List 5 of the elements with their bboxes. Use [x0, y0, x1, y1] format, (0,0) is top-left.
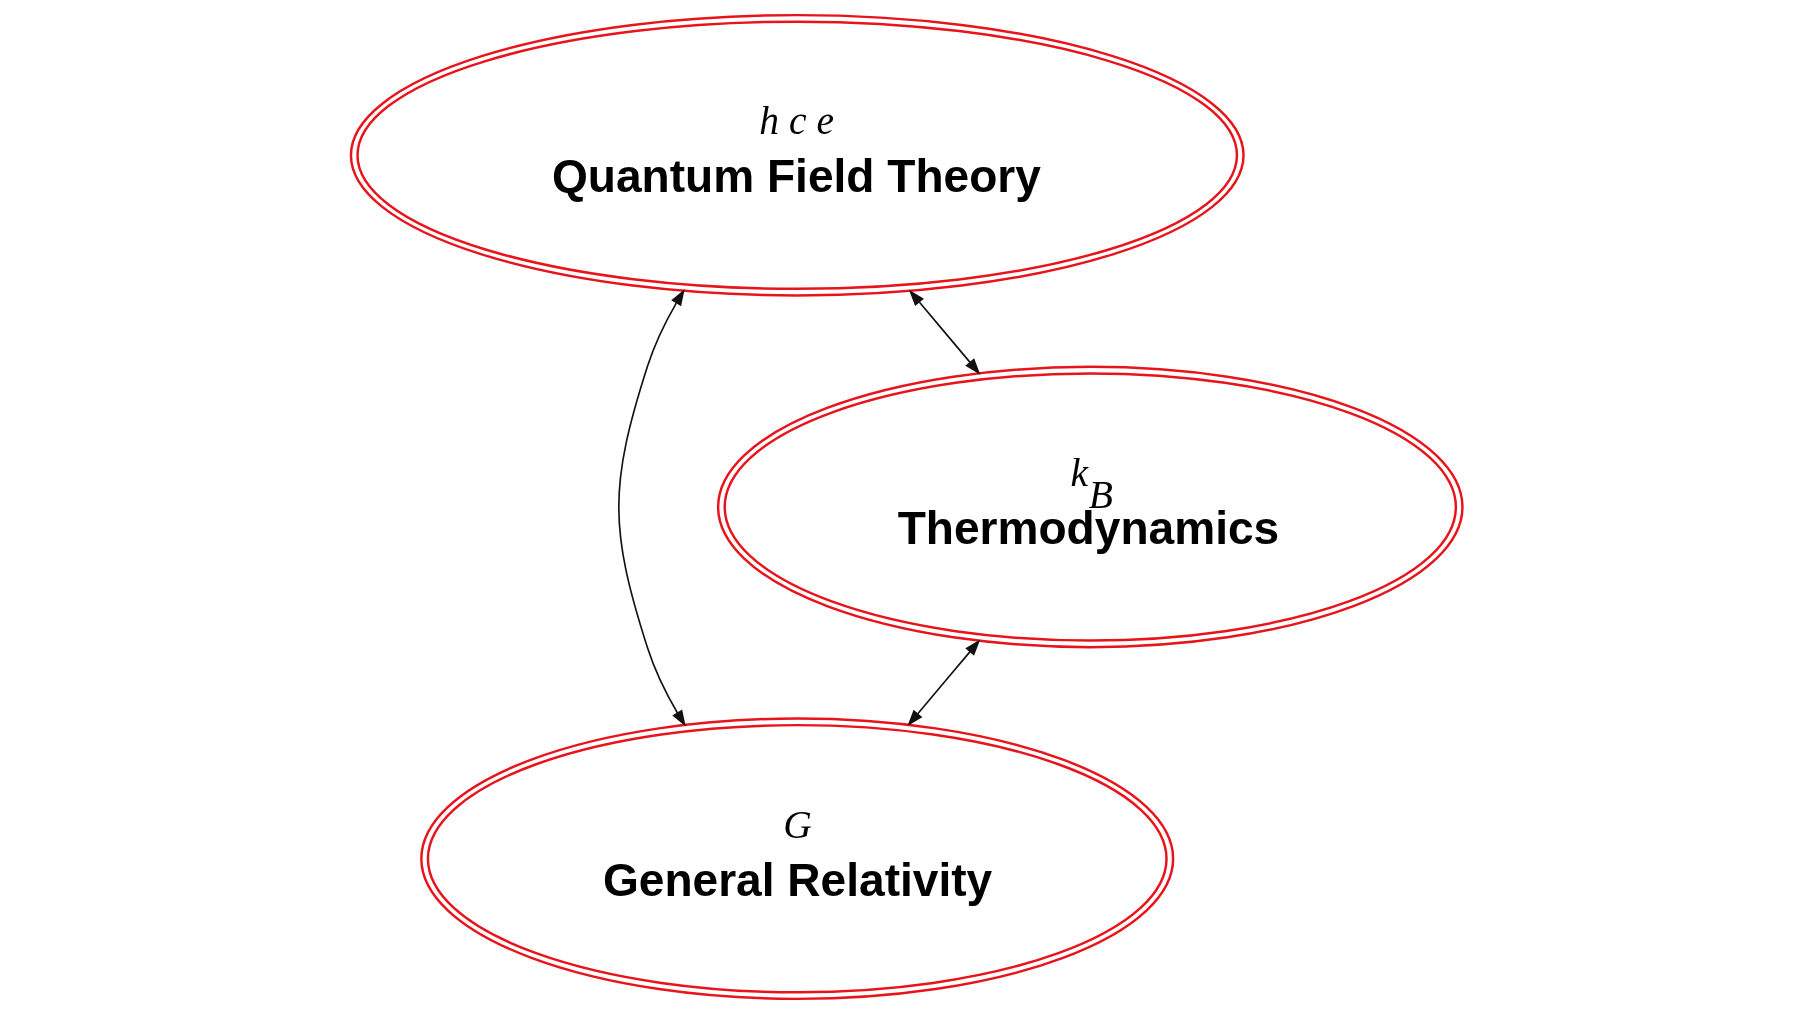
arrow	[618, 289, 686, 727]
node-ellipse: h c e Quantum Field Theory	[349, 13, 1245, 297]
arrow	[908, 289, 981, 375]
arrow	[907, 639, 981, 727]
node-ellipse: G General Relativity	[420, 717, 1175, 1001]
